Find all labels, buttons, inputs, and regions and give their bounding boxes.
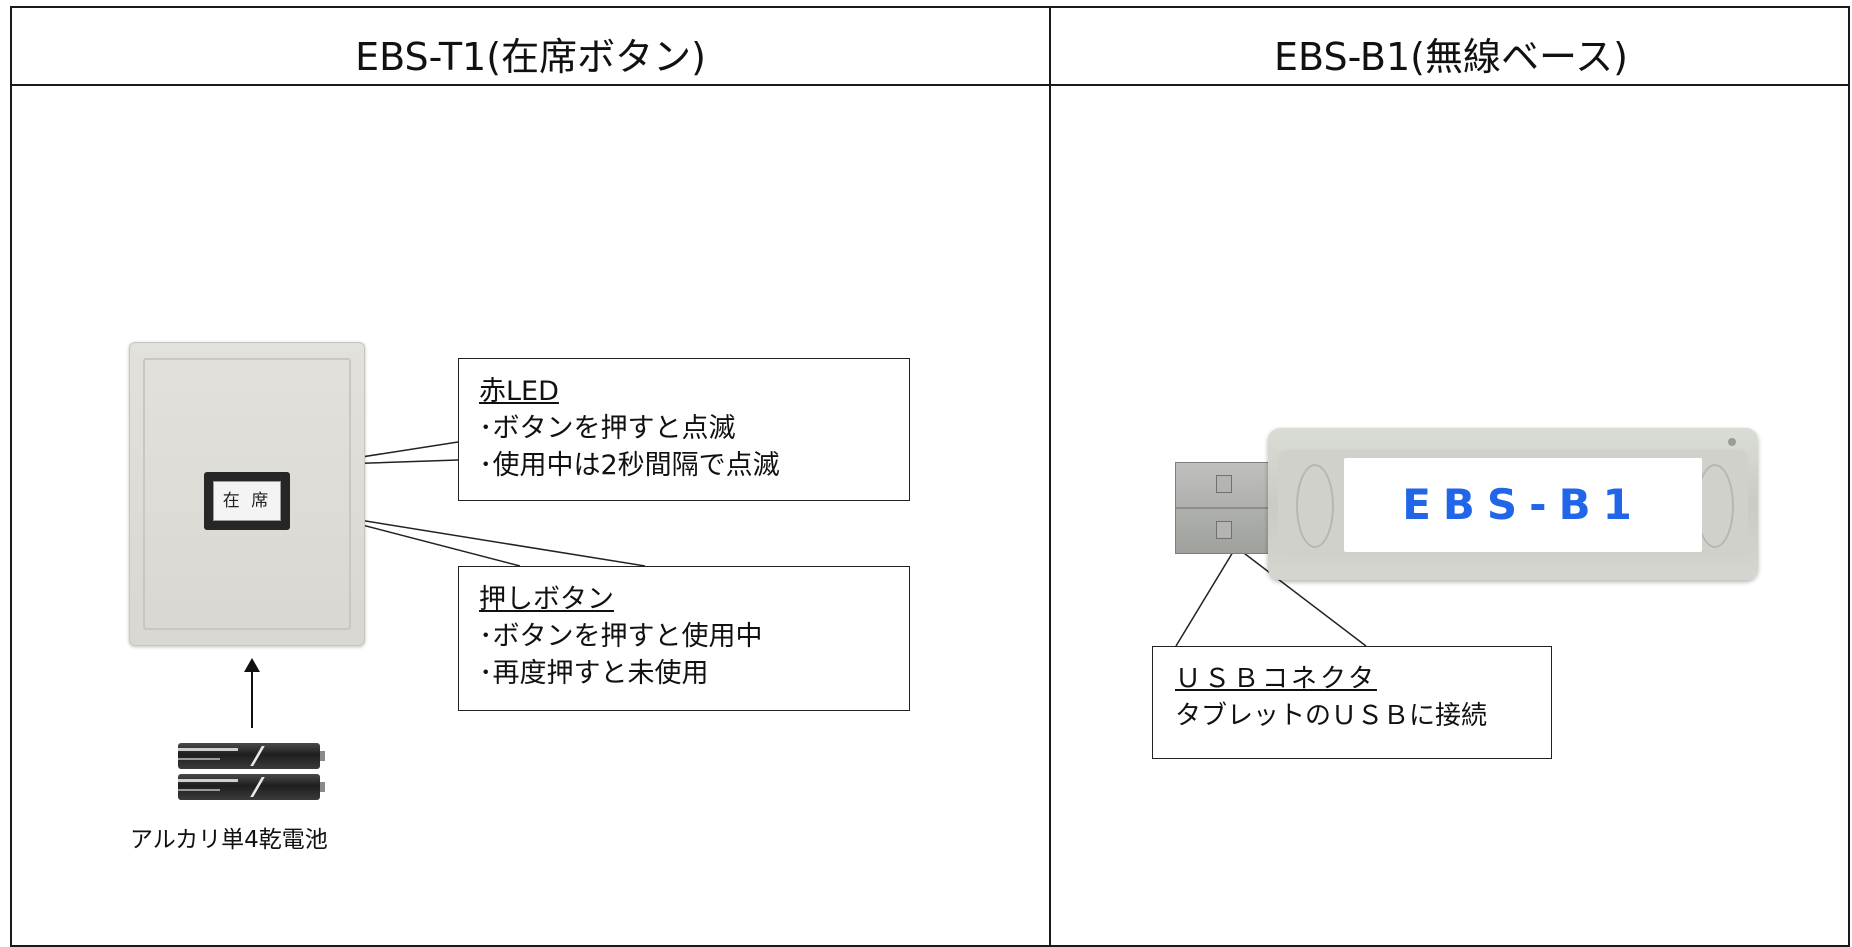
column-divider — [1049, 8, 1051, 945]
battery-icon — [178, 774, 325, 800]
usb-label-plate: EBS-B1 — [1344, 458, 1702, 552]
usb-model-text: EBS-B1 — [1402, 480, 1644, 529]
device-faceplate — [143, 358, 351, 630]
battery-pair-image — [178, 743, 325, 803]
button-callout-line: ･ボタンを押すと使用中 — [479, 621, 763, 652]
battery-label: アルカリ単4乾電池 — [130, 827, 328, 853]
header-divider — [12, 84, 1848, 86]
push-button: 在 席 — [204, 472, 290, 530]
led-callout-heading: 赤LED — [479, 376, 559, 407]
push-button-label: 在 席 — [213, 481, 281, 521]
usb-wireless-base: EBS-B1 — [1268, 428, 1758, 580]
led-callout-line: ･ボタンを押すと点滅 — [479, 413, 736, 444]
button-callout-line: ･再度押すと未使用 — [479, 658, 709, 689]
usb-callout-line: タブレットのＵＳＢに接続 — [1175, 701, 1488, 731]
usb-callout: ＵＳＢコネクタ タブレットのＵＳＢに接続 — [1152, 646, 1552, 759]
presence-button-device: 在 席 — [129, 342, 365, 646]
left-column-title: EBS-T1(在席ボタン) — [355, 35, 706, 79]
usb-connector-plug — [1175, 462, 1277, 554]
battery-icon — [178, 743, 325, 769]
button-callout-heading: 押しボタン — [479, 584, 614, 615]
spec-table: EBS-T1(在席ボタン) EBS-B1(無線ベース) — [10, 6, 1850, 947]
up-arrow-icon — [244, 658, 260, 728]
button-callout: 押しボタン ･ボタンを押すと使用中 ･再度押すと未使用 — [458, 566, 910, 711]
right-column-title: EBS-B1(無線ベース) — [1274, 35, 1628, 79]
usb-callout-heading: ＵＳＢコネクタ — [1175, 664, 1377, 694]
led-callout: 赤LED ･ボタンを押すと点滅 ･使用中は2秒間隔で点滅 — [458, 358, 910, 501]
led-callout-line: ･使用中は2秒間隔で点滅 — [479, 450, 780, 481]
